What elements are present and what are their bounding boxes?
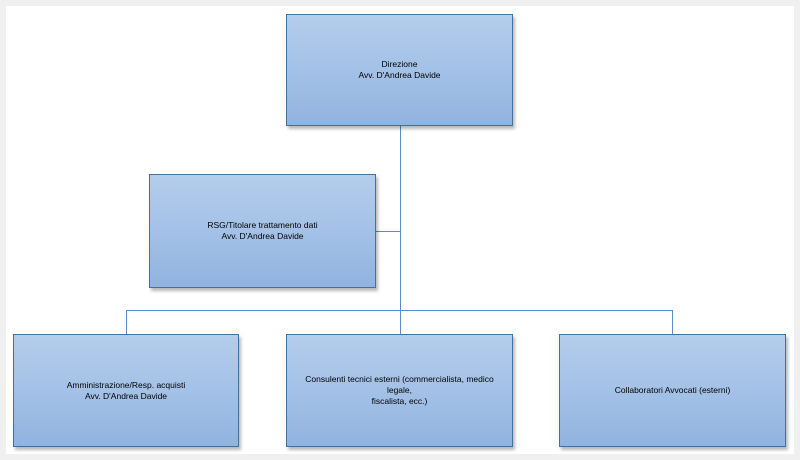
connector-horizontal-bus [126,310,673,311]
node-title: Direzione [381,59,418,69]
node-rsg[interactable]: RSG/Titolare trattamento dati Avv. D'And… [149,174,376,288]
node-person: Avv. D'Andrea Davide [84,390,168,401]
org-chart: Direzione Avv. D'Andrea Davide RSG/Titol… [6,6,794,454]
node-title: Collaboratori Avvocati (esterni) [614,385,731,395]
connector-rsg [375,231,401,232]
node-amministrazione[interactable]: Amministrazione/Resp. acquisti Avv. D'An… [13,334,239,447]
connector-direzione-trunk [400,126,401,338]
node-consulenti[interactable]: Consulenti tecnici esterni (commercialis… [286,334,513,447]
connector-amministrazione [126,310,127,334]
node-person: Avv. D'Andrea Davide [221,231,304,241]
node-title: Consulenti tecnici esterni (commercialis… [305,374,494,395]
node-title: Amministrazione/Resp. acquisti [66,379,186,390]
node-person: Avv. D'Andrea Davide [358,70,441,80]
node-title: RSG/Titolare trattamento dati [207,220,318,230]
node-collaboratori[interactable]: Collaboratori Avvocati (esterni) [559,334,786,447]
node-direzione[interactable]: Direzione Avv. D'Andrea Davide [286,14,513,126]
connector-collaboratori [672,310,673,334]
node-subtitle: fiscalista, ecc.) [371,396,428,406]
